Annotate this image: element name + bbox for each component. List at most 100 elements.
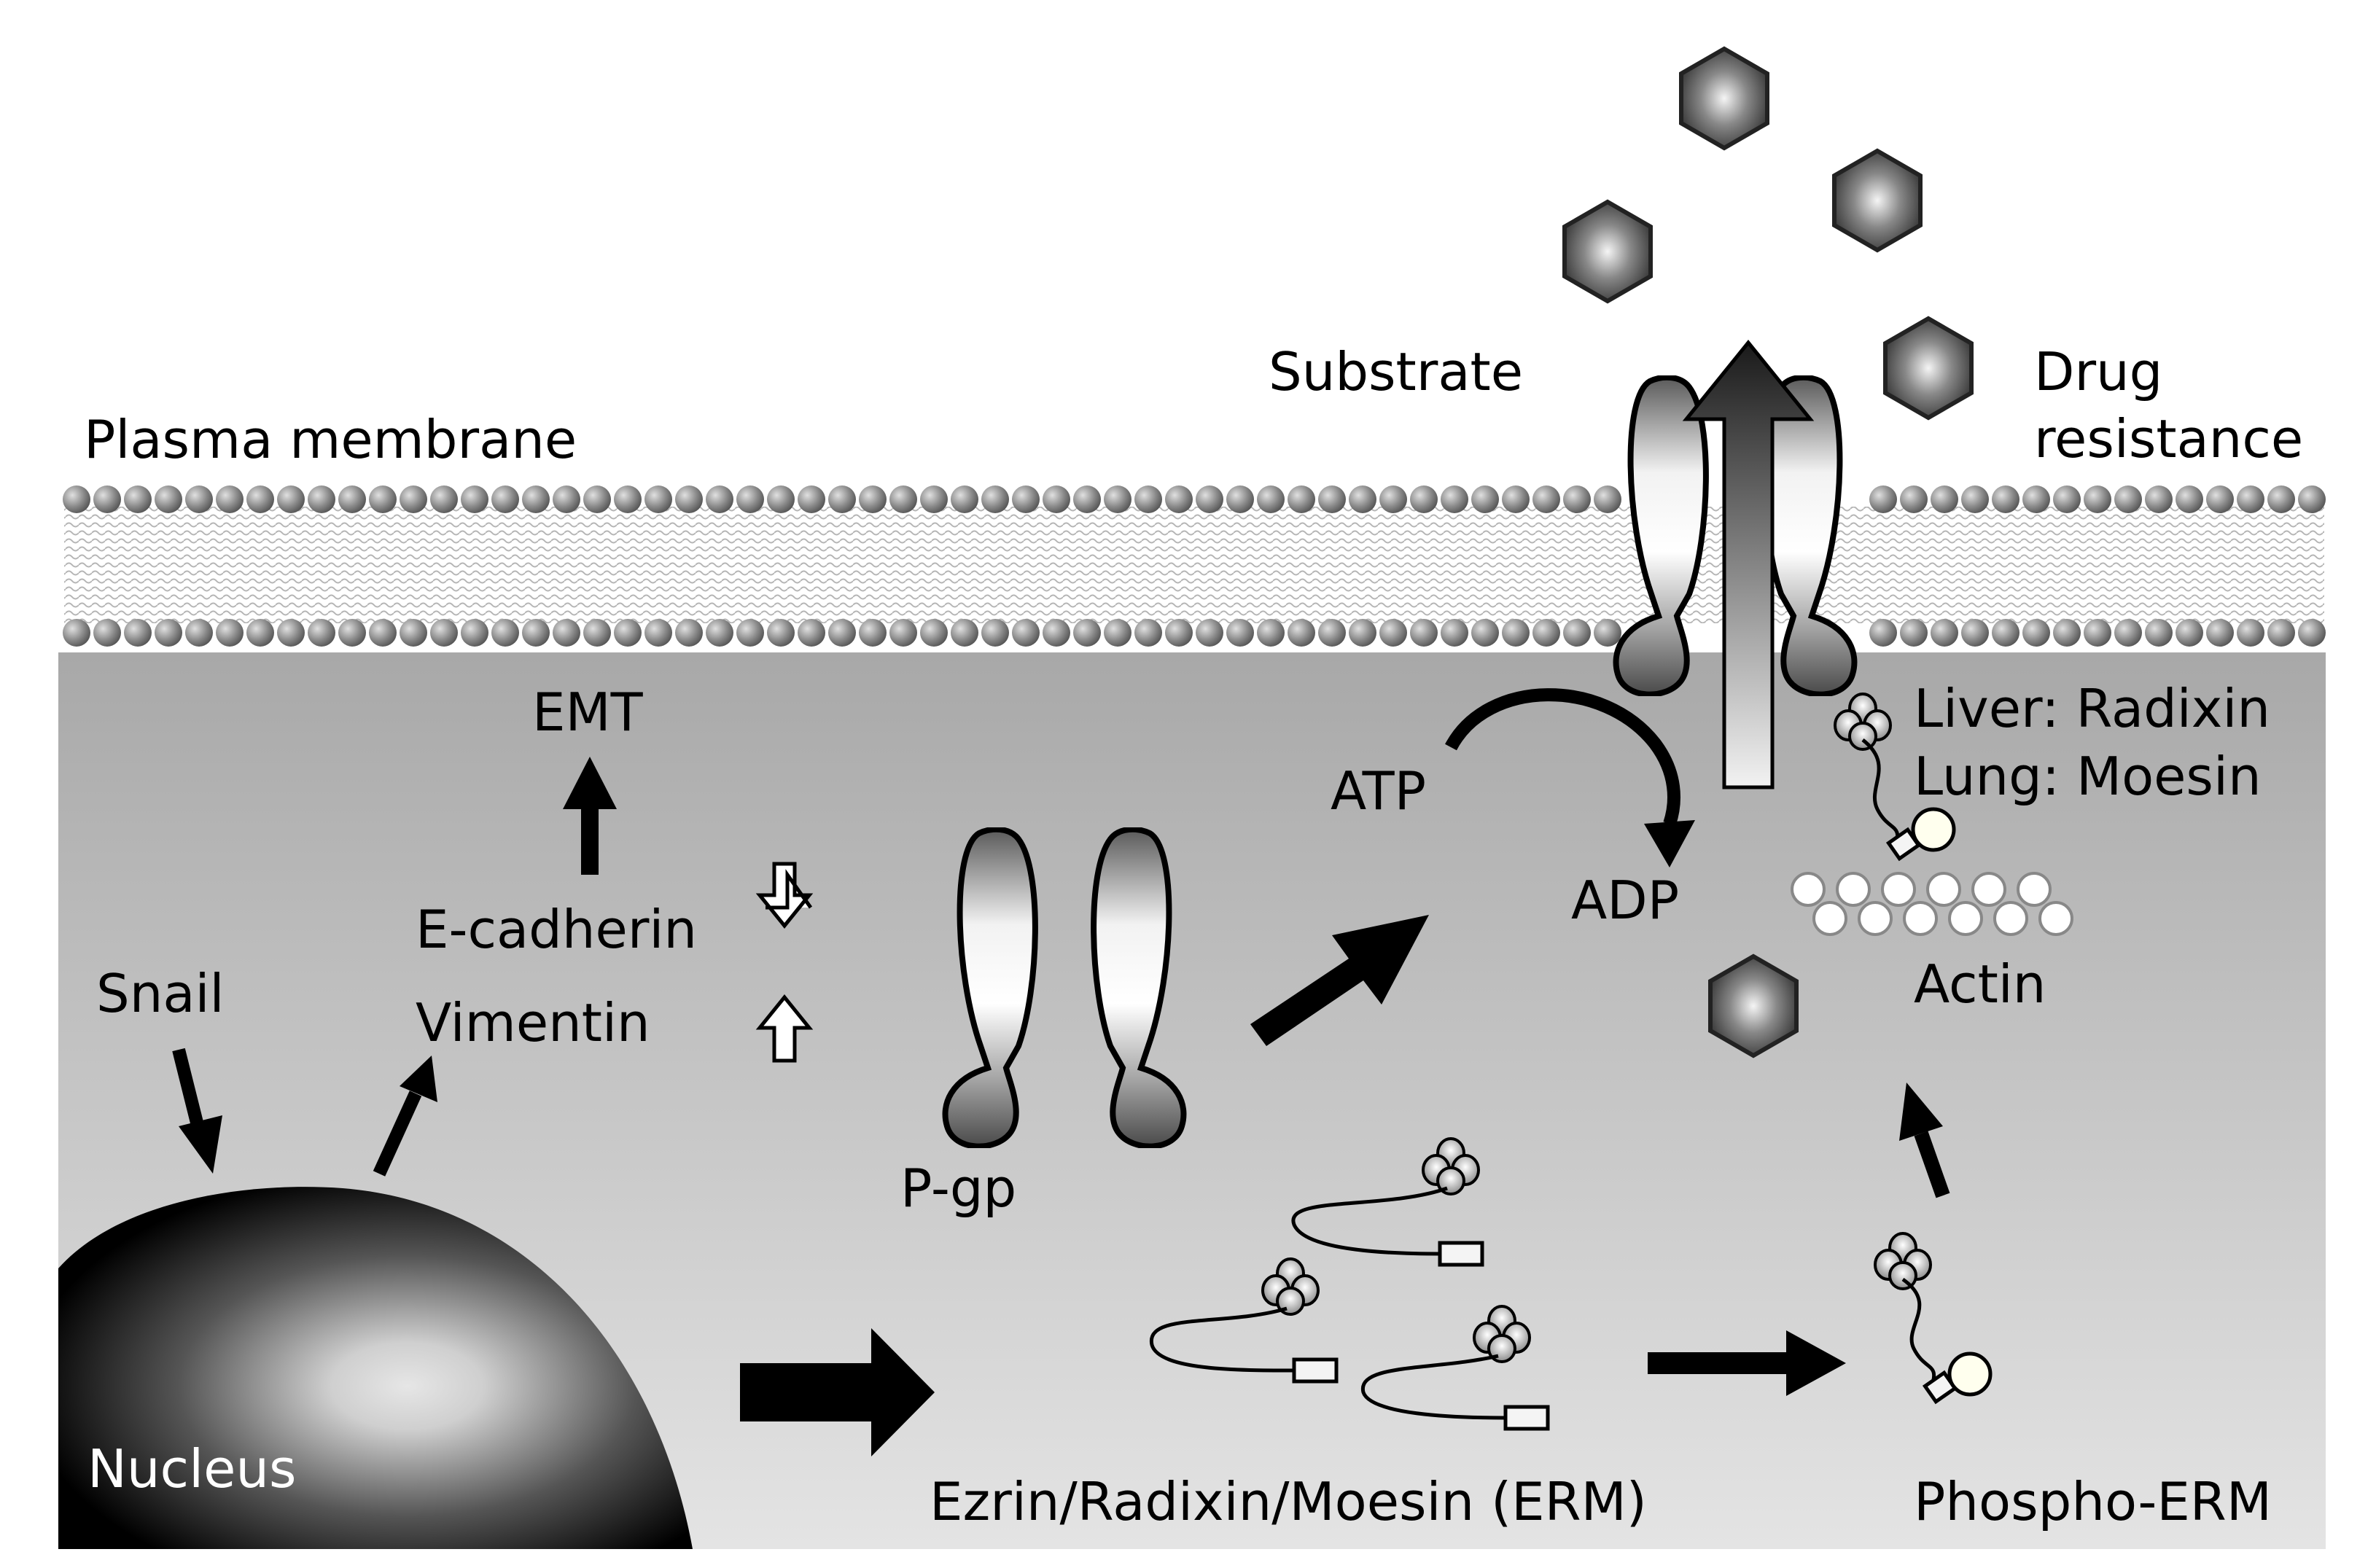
lipid-head — [828, 485, 856, 513]
lipid-head — [1992, 485, 2019, 513]
lipid-head — [491, 619, 519, 647]
phospho-erm-actin-arrow — [1914, 1131, 1950, 1198]
lipid-head — [1104, 619, 1131, 647]
lipid-head — [767, 485, 795, 513]
lipid-head — [1104, 485, 1131, 513]
lipid-head — [1992, 619, 2019, 647]
lipid-head — [93, 619, 121, 647]
lipid-head — [2022, 619, 2050, 647]
lipid-head — [155, 619, 182, 647]
lipid-head — [798, 485, 825, 513]
lipid-head — [2206, 485, 2234, 513]
lipid-head — [1502, 619, 1530, 647]
lipid-head — [1961, 485, 1989, 513]
lipid-head — [2237, 619, 2264, 647]
lipid-head — [430, 619, 458, 647]
lipid-head — [1073, 485, 1101, 513]
erm-label: Ezrin/Radixin/Moesin (ERM) — [930, 1471, 1647, 1532]
lipid-head — [1226, 619, 1254, 647]
lipid-head — [1226, 485, 1254, 513]
lipid-head — [1288, 485, 1315, 513]
lipid-head — [308, 619, 335, 647]
nucleus — [58, 1187, 693, 1549]
decrease-arrow-icon — [755, 862, 814, 929]
lipid-head — [2206, 619, 2234, 647]
lipid-head — [2145, 619, 2173, 647]
lipid-head — [798, 619, 825, 647]
lipid-head — [583, 485, 611, 513]
lipid-head — [1931, 485, 1958, 513]
lipid-head — [1165, 485, 1193, 513]
lipid-head — [1012, 619, 1040, 647]
lipid-head — [706, 485, 733, 513]
nucleus-label: Nucleus — [87, 1438, 297, 1499]
phospho-erm-label: Phospho-ERM — [1914, 1471, 2272, 1532]
lipid-head — [1869, 619, 1897, 647]
lipid-head — [246, 619, 274, 647]
lipid-head — [553, 485, 580, 513]
lipid-head — [216, 619, 244, 647]
lipid-head — [1318, 485, 1346, 513]
lipid-head — [1594, 485, 1621, 513]
lipid-head — [155, 485, 182, 513]
lipid-head — [1441, 619, 1468, 647]
lipid-head — [767, 619, 795, 647]
lipid-head — [1471, 619, 1499, 647]
lipid-head — [614, 485, 642, 513]
actin-monomer — [1971, 872, 2006, 907]
lipid-head — [400, 485, 427, 513]
liver-radixin-label: Liver: Radixin — [1914, 678, 2270, 739]
lipid-head — [2053, 485, 2081, 513]
lipid-head — [614, 619, 642, 647]
lipid-head — [1563, 619, 1591, 647]
lipid-head — [369, 485, 397, 513]
drug-resistance-label-2: resistance — [2034, 408, 2303, 469]
lipid-head — [2114, 619, 2142, 647]
erm-protein — [1150, 1257, 1339, 1384]
erm-protein — [1291, 1137, 1484, 1267]
lipid-head — [1257, 485, 1285, 513]
lipid-head — [951, 619, 978, 647]
actin-monomer — [1858, 901, 1893, 936]
lipid-head — [369, 619, 397, 647]
lung-moesin-label: Lung: Moesin — [1914, 746, 2262, 807]
actin-monomer — [1881, 872, 1916, 907]
lipid-head — [338, 485, 366, 513]
lipid-head — [2237, 485, 2264, 513]
lipid-head — [277, 485, 305, 513]
lipid-head — [675, 619, 703, 647]
increase-arrow-icon — [755, 994, 814, 1063]
emt-arrow — [581, 809, 599, 875]
atp-hydrolysis-arrowhead — [1644, 820, 1695, 867]
lipid-head — [1349, 619, 1376, 647]
nucleus-emt-arrowhead — [400, 1056, 437, 1102]
lipid-head — [1441, 485, 1468, 513]
lipid-head — [981, 485, 1009, 513]
lipid-head — [430, 485, 458, 513]
pgp-label: P-gp — [900, 1158, 1016, 1219]
lipid-head — [1900, 619, 1928, 647]
lipid-head — [246, 485, 274, 513]
lipid-head — [2084, 485, 2111, 513]
actin-monomer — [1993, 901, 2028, 936]
substrate-hexagon-icon — [1885, 319, 1971, 418]
lipid-head — [63, 485, 90, 513]
lipid-head — [338, 619, 366, 647]
pgp-activation-arrow — [1250, 915, 1429, 1046]
lipid-head — [736, 619, 764, 647]
emt-label: EMT — [532, 682, 644, 743]
lipid-head — [1073, 619, 1101, 647]
lipid-head — [736, 485, 764, 513]
lipid-head — [859, 485, 887, 513]
actin-monomer — [1791, 872, 1826, 907]
e-cadherin-label: E-cadherin — [416, 899, 697, 960]
lipid-head — [981, 619, 1009, 647]
lipid-head — [920, 619, 948, 647]
lipid-head — [1012, 485, 1040, 513]
lipid-head — [553, 619, 580, 647]
plasma-membrane — [63, 485, 2326, 647]
vimentin-label: Vimentin — [416, 992, 650, 1053]
lipid-head — [2084, 619, 2111, 647]
lipid-head — [1410, 485, 1438, 513]
